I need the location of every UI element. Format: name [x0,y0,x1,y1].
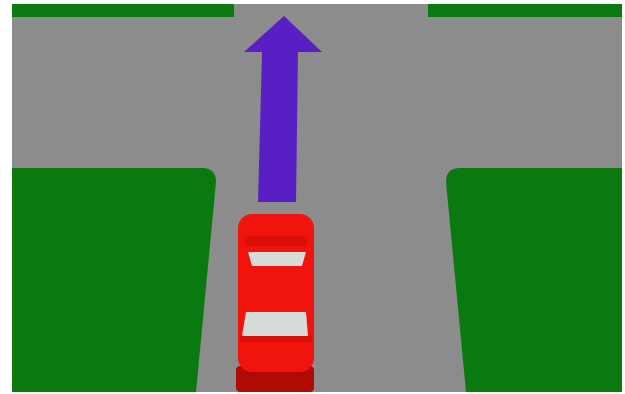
car-front-windshield [248,252,306,266]
grass-top-left [12,4,234,17]
grass-top-right [428,4,622,17]
red-car [236,214,314,392]
car-roof [248,266,306,310]
car-rear-windshield [242,312,308,336]
grass-bottom-left [12,168,216,392]
car-hood-shade [244,236,308,246]
car-trunk-shade [240,336,312,342]
grass-bottom-right [446,168,622,392]
